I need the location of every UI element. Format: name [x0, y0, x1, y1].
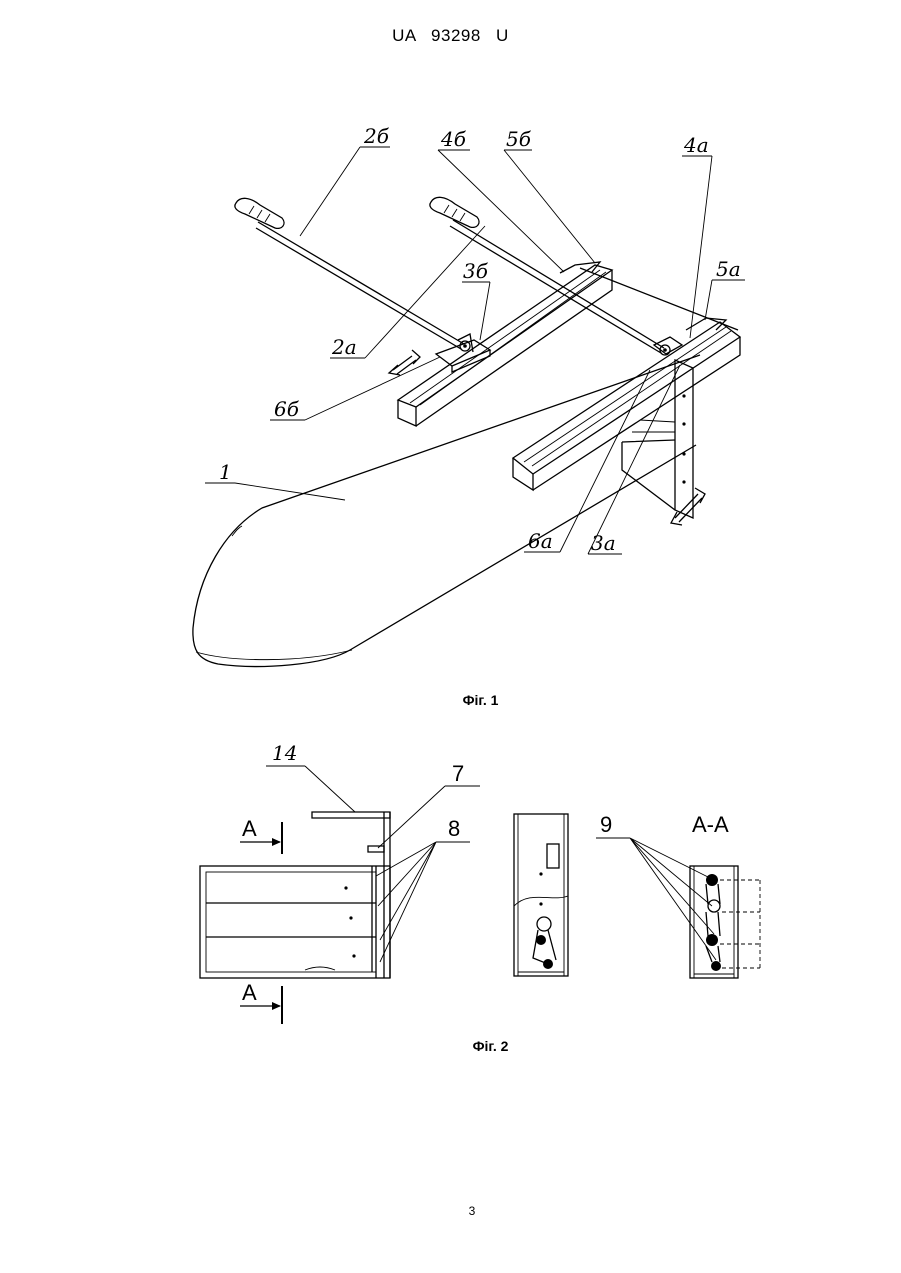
label-3a: 3а [591, 531, 616, 555]
label-5a: 5а [716, 257, 741, 281]
figure-1-caption: Фіг. 1 [30, 692, 901, 708]
figure-1: 2б 4б 5б 4а 5а 3б 2а 6б 1 6а 3а [193, 124, 745, 666]
label-4b: 4б [440, 127, 467, 151]
label-section-aa: А-А [692, 812, 729, 837]
side-view [514, 814, 568, 976]
label-4a: 4а [683, 133, 709, 157]
page-number: 3 [0, 1204, 901, 1218]
handle-2b [235, 198, 464, 349]
leader-lines-fig2 [266, 766, 716, 962]
label-2b: 2б [363, 124, 390, 148]
label-8: 8 [448, 816, 460, 841]
label-7: 7 [452, 761, 464, 786]
motion-arrow-right [671, 488, 705, 525]
figure-2-caption: Фіг. 2 [40, 1038, 901, 1054]
label-14: 14 [272, 741, 297, 765]
figure-2: 14 7 8 9 А-А А А [200, 741, 760, 1024]
label-6b: 6б [274, 397, 300, 421]
cross-beam [580, 268, 738, 330]
label-5b: 5б [506, 127, 532, 151]
label-section-a-top: А [242, 816, 257, 841]
label-section-a-bottom: А [242, 980, 257, 1005]
label-2a: 2а [331, 335, 357, 359]
section-a-a-view [690, 866, 760, 978]
bracket-3a [622, 360, 693, 518]
label-6a: 6а [528, 529, 553, 553]
label-3b: 3б [463, 259, 489, 283]
label-1: 1 [219, 460, 232, 484]
front-view [200, 812, 390, 978]
motion-arrow-left [389, 350, 420, 375]
carriage-3a [654, 337, 682, 355]
board-outline [193, 355, 700, 666]
label-9: 9 [600, 812, 612, 837]
rail-right [513, 318, 740, 490]
